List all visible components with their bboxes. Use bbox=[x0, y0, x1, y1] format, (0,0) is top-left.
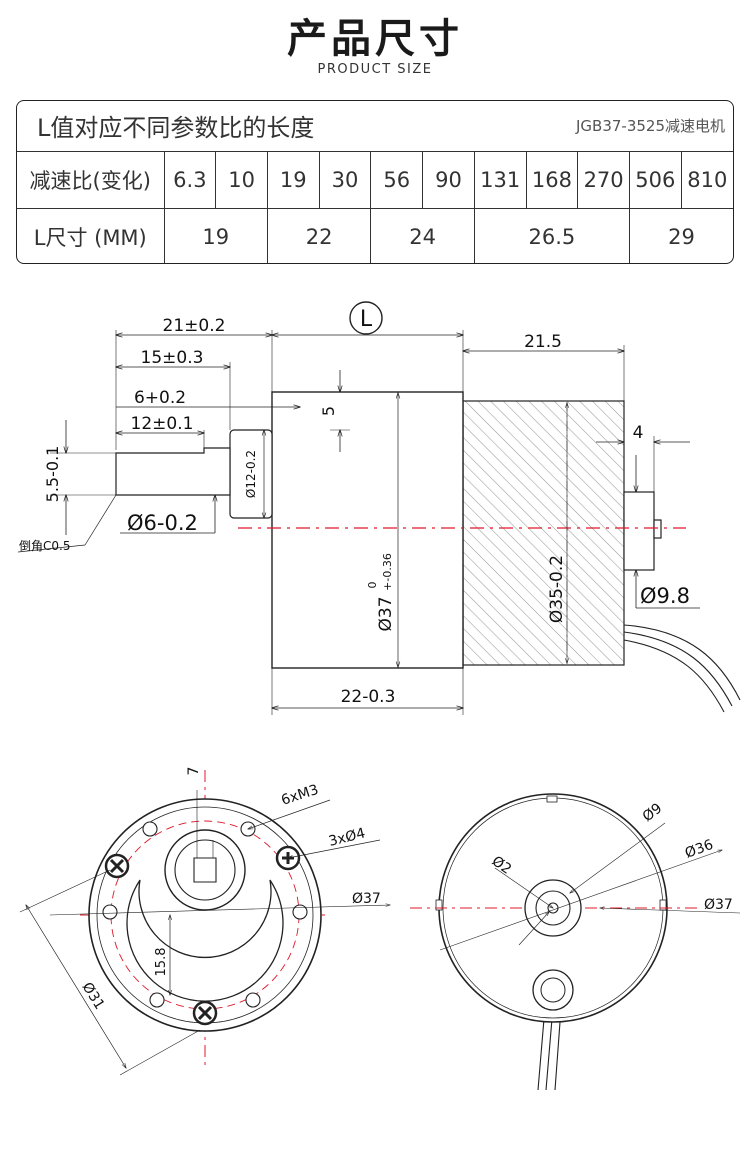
m3-hole bbox=[245, 992, 261, 1008]
screw-icon bbox=[192, 1000, 218, 1026]
dim-5-5-label: 5.5-0.1 bbox=[43, 446, 62, 503]
front-view-drawing: 7 6xM3 3xØ4 Ø37 15.8 Ø31 bbox=[19, 767, 400, 1076]
dim-6-label: 6+0.2 bbox=[134, 388, 186, 408]
ratio-cell: 131 bbox=[473, 150, 527, 209]
dim-22-label: 22-0.3 bbox=[341, 687, 396, 707]
dim-21-label: 21±0.2 bbox=[163, 316, 226, 336]
L-marker-circle bbox=[349, 301, 383, 335]
table-heading: L值对应不同参数比的长度 bbox=[17, 101, 475, 152]
side-view-drawing: 21±0.2 15±0.3 6+0.2 12±0.1 5 5.5-0.1 倒角C… bbox=[17, 301, 741, 715]
ratio-cell: 810 bbox=[680, 150, 733, 209]
table-model: JGB37-3525减速电机 bbox=[474, 101, 733, 152]
ratio-cell: 168 bbox=[525, 150, 579, 209]
ratio-cell: 506 bbox=[628, 150, 682, 209]
dim-15-8-label: 15.8 bbox=[154, 948, 169, 977]
dim-5-label: 5 bbox=[319, 406, 338, 416]
rear-cap bbox=[623, 491, 655, 571]
back-view-drawing: Ø9 Ø36 Ø2 Ø37 bbox=[410, 793, 741, 1091]
dim-7-label: 7 bbox=[186, 767, 202, 776]
ratio-cell: 270 bbox=[577, 150, 630, 209]
ratio-cell: 56 bbox=[370, 150, 424, 209]
output-shaft bbox=[115, 447, 231, 496]
ratio-cell: 19 bbox=[266, 150, 320, 209]
ratio-row-label: 减速比(变化) bbox=[17, 150, 165, 209]
dim-phi37-front-label: Ø37 bbox=[352, 891, 381, 907]
dim-6xm3-label: 6xM3 bbox=[279, 782, 320, 809]
length-cell: 26.5 bbox=[473, 207, 630, 263]
dim-21-5-label: 21.5 bbox=[524, 332, 562, 352]
ratio-length-table: L值对应不同参数比的长度 JGB37-3525减速电机 减速比(变化) 6.3 … bbox=[16, 100, 734, 264]
m3-hole bbox=[149, 992, 165, 1008]
motor-body bbox=[462, 400, 625, 666]
dim-12-label: 12±0.1 bbox=[131, 414, 194, 434]
dim-phi9-label: Ø9 bbox=[640, 800, 666, 825]
ratio-cell: 30 bbox=[318, 150, 372, 209]
length-cell: 24 bbox=[370, 207, 475, 263]
wire-grommet bbox=[532, 969, 574, 1011]
crescent-slot bbox=[126, 879, 284, 1002]
m3-hole bbox=[292, 904, 308, 920]
m3-hole bbox=[102, 904, 118, 920]
length-row-label: L尺寸 (MM) bbox=[17, 207, 165, 263]
dim-phi12-label: Ø12-0.2 bbox=[244, 450, 258, 498]
chamfer-label: 倒角C0.5 bbox=[19, 539, 70, 553]
ratio-cell: 90 bbox=[422, 150, 475, 209]
page-title: 产品尺寸 bbox=[287, 16, 463, 62]
ratio-cell: 6.3 bbox=[163, 150, 217, 209]
gearbox-body bbox=[271, 391, 464, 669]
dim-phi31-label: Ø31 bbox=[79, 980, 108, 1013]
dim-4-label: 4 bbox=[633, 423, 644, 443]
length-cell: 29 bbox=[628, 207, 733, 263]
dim-phi35-label: Ø35-0.2 bbox=[547, 555, 567, 623]
length-cell: 19 bbox=[163, 207, 268, 263]
page-subtitle: PRODUCT SIZE bbox=[317, 62, 433, 77]
dim-phi37-tol-lower: +-0.36 bbox=[381, 553, 394, 591]
length-cell: 22 bbox=[266, 207, 372, 263]
L-marker-text: L bbox=[360, 307, 373, 332]
dim-phi6-label: Ø6-0.2 bbox=[127, 511, 198, 535]
screw-icon bbox=[104, 853, 130, 879]
m3-hole bbox=[142, 821, 158, 837]
dim-phi37-tol-upper: 0 bbox=[366, 582, 379, 589]
dim-phi37-label: Ø37 bbox=[376, 596, 396, 631]
dim-phi9-8-label: Ø9.8 bbox=[640, 584, 690, 608]
dim-15-label: 15±0.3 bbox=[141, 348, 204, 368]
ratio-cell: 10 bbox=[215, 150, 268, 209]
dim-phi37-back-label: Ø37 bbox=[704, 897, 733, 913]
lead-wires bbox=[623, 624, 741, 713]
